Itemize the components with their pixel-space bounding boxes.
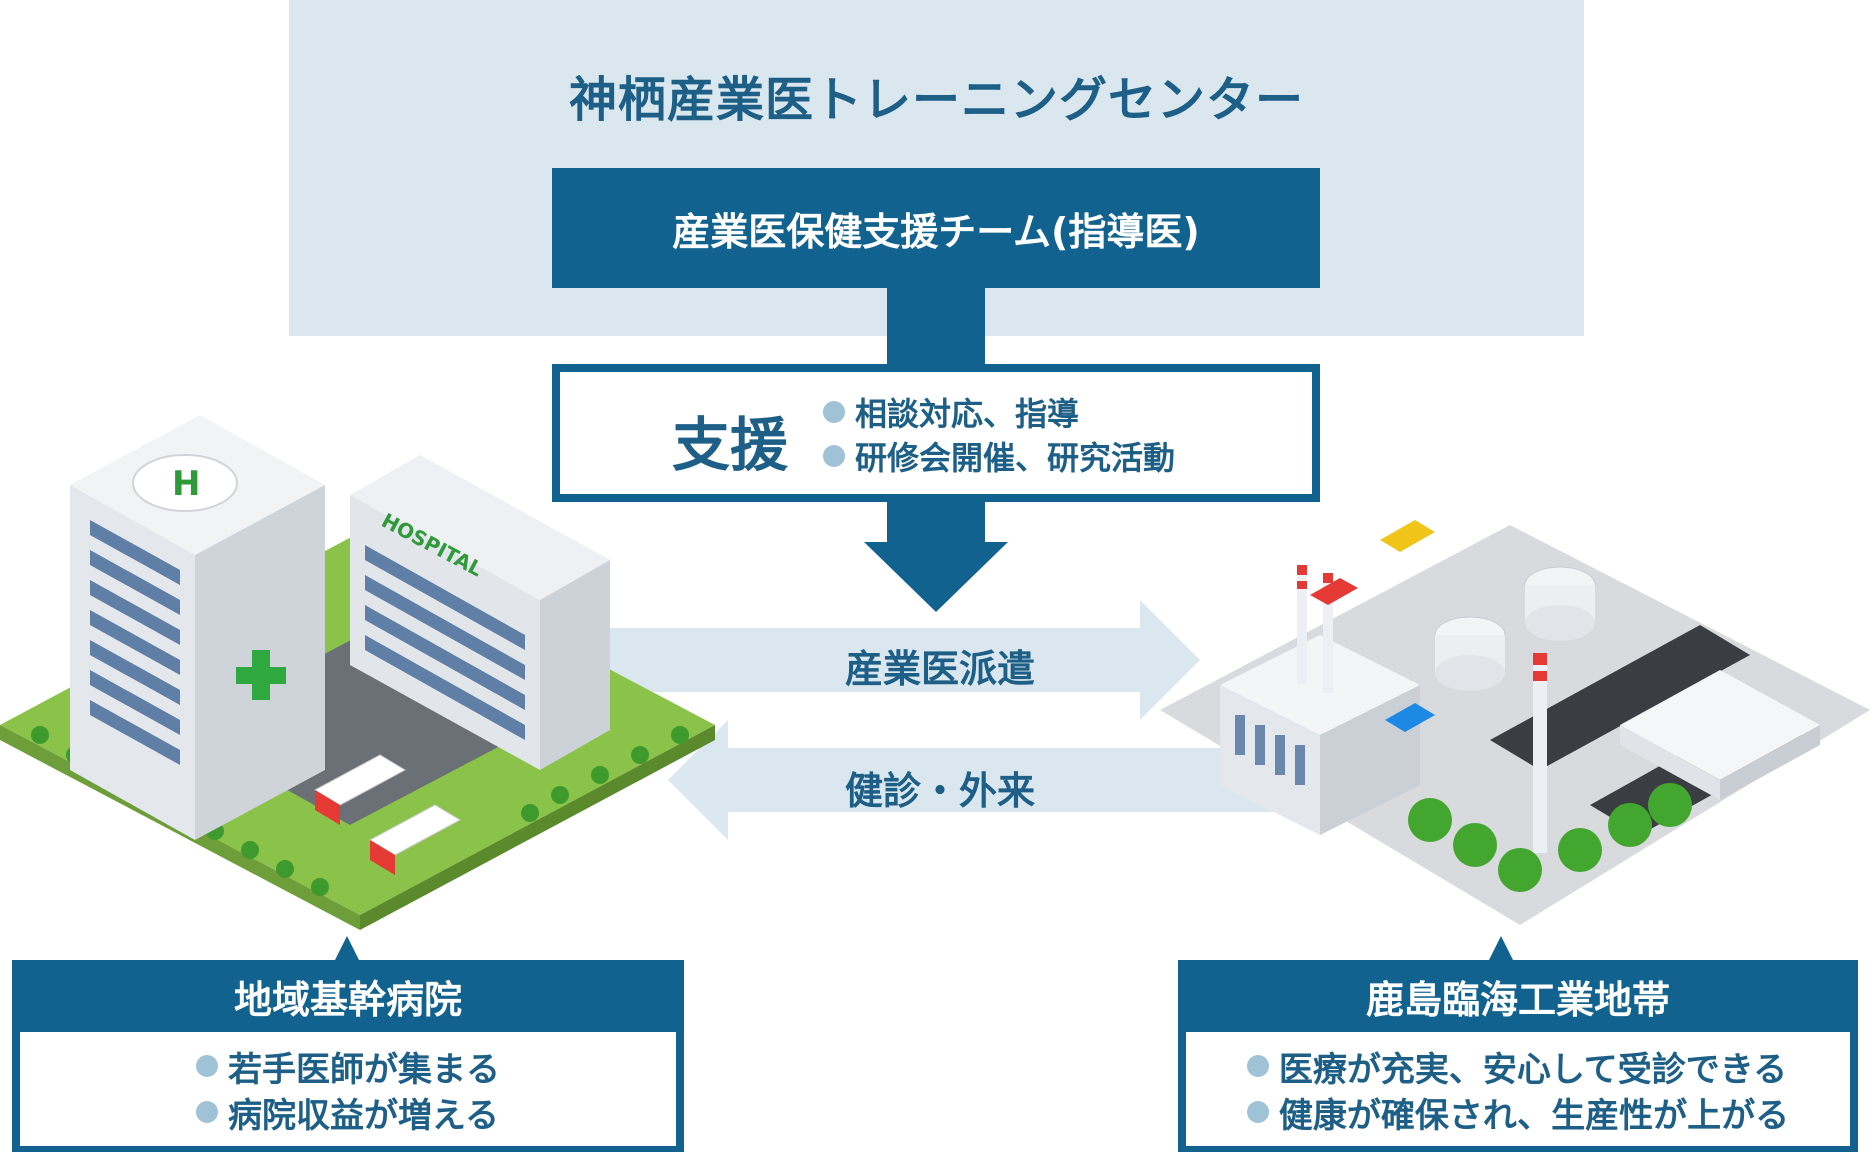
bullet-dot-icon <box>1246 1055 1269 1077</box>
down-arrow-icon <box>864 542 1008 612</box>
support-item: 相談対応、指導 <box>823 390 1175 434</box>
hospital-item: 若手医師が集まる <box>196 1043 500 1090</box>
industrial-item: 健康が確保され、生産性が上がる <box>1246 1089 1789 1136</box>
helipad-letter: H <box>172 464 200 504</box>
support-list: 相談対応、指導 研修会開催、研究活動 <box>823 390 1175 478</box>
industrial-pointer-icon <box>1488 936 1514 962</box>
training-center-title: 神栖産業医トレーニングセンター <box>568 72 1304 128</box>
clinic-label: 健診・外来 <box>844 769 1035 813</box>
bullet-dot-icon <box>1246 1101 1269 1123</box>
support-heading: 支援 <box>672 411 789 479</box>
industrial-box: 鹿島臨海工業地帯 医療が充実、安心して受診できる 健康が確保され、生産性が上がる <box>1178 960 1858 1152</box>
hospital-item: 病院収益が増える <box>196 1089 500 1136</box>
industrial-item: 医療が充実、安心して受診できる <box>1246 1043 1789 1090</box>
hospital-benefits: 若手医師が集まる 病院収益が増える <box>20 1032 676 1146</box>
clinic-arrow-icon <box>668 720 1308 840</box>
hospital-illustration: H HOSPITAL <box>0 415 715 930</box>
down-arrow-stem <box>887 502 985 546</box>
connector-stem <box>887 288 985 364</box>
hospital-title: 地域基幹病院 <box>233 978 462 1022</box>
dispatch-label: 産業医派遣 <box>844 647 1035 691</box>
hospital-box: 地域基幹病院 若手医師が集まる 病院収益が増える <box>12 960 684 1152</box>
support-item: 研修会開催、研究活動 <box>823 434 1175 478</box>
support-team-box: 産業医保健支援チーム(指導医) <box>552 168 1320 288</box>
bullet-dot-icon <box>196 1055 218 1077</box>
support-box <box>552 364 1320 502</box>
industrial-benefits: 医療が充実、安心して受診できる 健康が確保され、生産性が上がる <box>1186 1032 1850 1146</box>
industrial-list: 医療が充実、安心して受診できる 健康が確保され、生産性が上がる <box>1246 1043 1789 1136</box>
bullet-dot-icon <box>823 445 845 467</box>
bullet-dot-icon <box>196 1101 218 1123</box>
hospital-pointer-icon <box>334 936 360 962</box>
bullet-dot-icon <box>823 401 845 423</box>
industrial-illustration <box>1160 520 1870 925</box>
dispatch-arrow-icon <box>600 600 1200 720</box>
hospital-list: 若手医師が集まる 病院収益が増える <box>196 1043 500 1136</box>
industrial-title: 鹿島臨海工業地帯 <box>1365 978 1670 1022</box>
